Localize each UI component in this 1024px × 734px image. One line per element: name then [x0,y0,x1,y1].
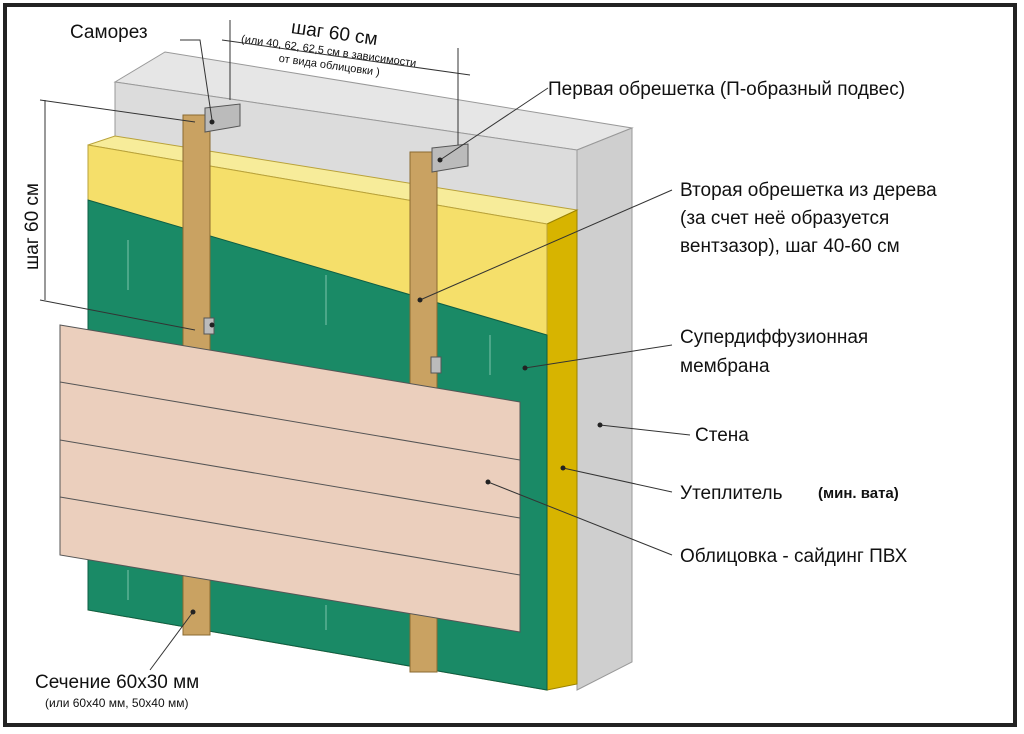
label-membrane-1: Супердиффузионная [680,327,868,348]
label-insulation-note: (мин. вата) [818,485,899,502]
label-membrane-2: мембрана [680,356,770,377]
label-second-lath-3: вентзазор), шаг 40-60 см [680,236,900,257]
label-second-lath-2: (за счет неё образуется [680,208,889,229]
label-step-v: шаг 60 см [22,183,43,270]
label-screw: Саморез [70,22,148,43]
label-wall: Стена [695,425,749,446]
wall-side [576,127,633,691]
membrane-arrows [127,240,491,630]
siding-seams [59,381,521,576]
label-first-lath: Первая обрешетка (П-образный подвес) [548,79,905,100]
label-insulation: Утеплитель [680,483,783,504]
insulation-side [546,209,578,691]
border [3,3,1017,727]
label-section: Сечение 60x30 мм [35,672,199,693]
label-section-note: (или 60x40 мм, 50x40 мм) [45,696,188,710]
label-second-lath-1: Вторая обрешетка из дерева [680,180,937,201]
leader-lines [39,20,691,671]
brackets [203,103,469,374]
label-cladding: Облицовка - сайдинг ПВХ [680,546,908,567]
